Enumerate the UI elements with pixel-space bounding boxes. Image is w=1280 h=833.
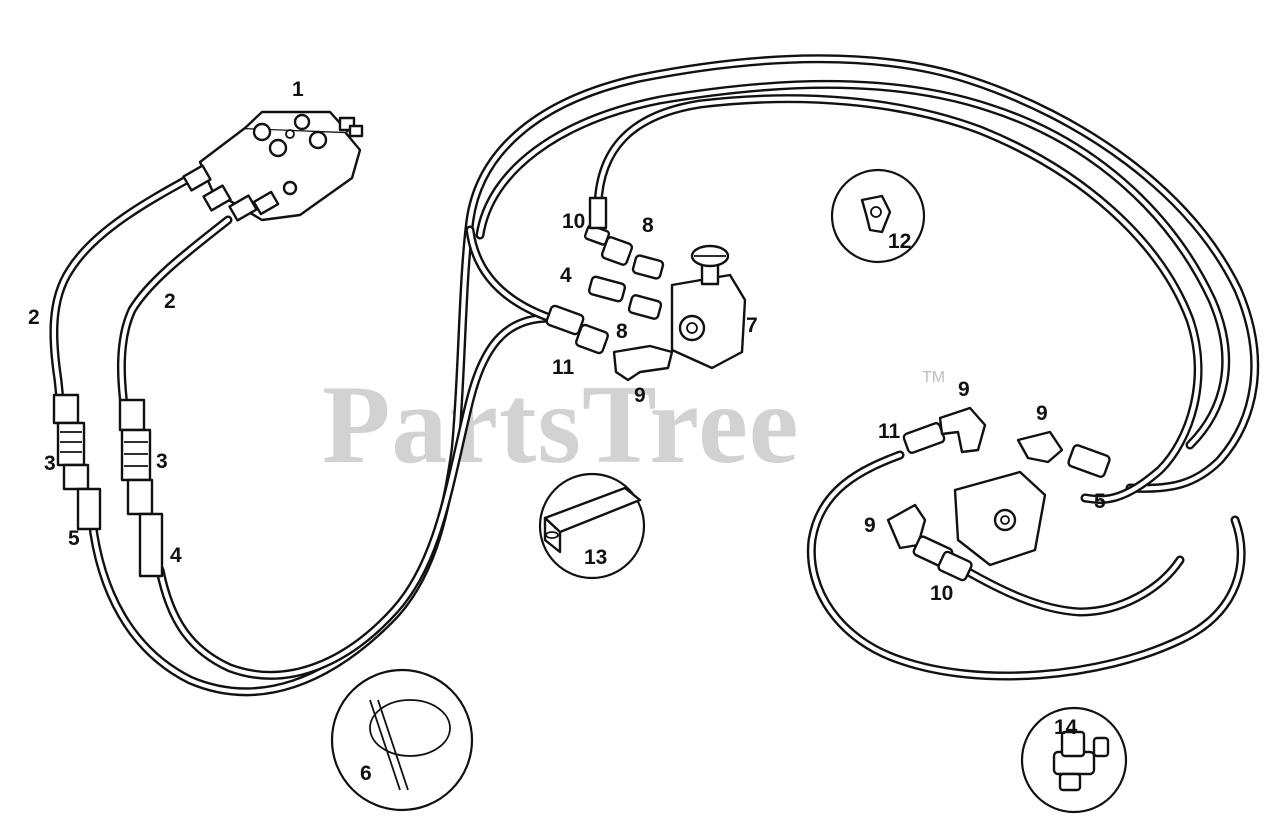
label-13: 13 bbox=[584, 546, 607, 569]
label-11b: 11 bbox=[878, 420, 901, 443]
coupling-left bbox=[52, 393, 102, 531]
label-11a: 11 bbox=[552, 356, 575, 379]
label-3b: 3 bbox=[156, 450, 168, 473]
callout-13 bbox=[538, 472, 646, 580]
label-14: 14 bbox=[1054, 716, 1078, 739]
label-8a: 8 bbox=[642, 214, 654, 237]
label-4a: 4 bbox=[560, 264, 572, 287]
label-9d: 9 bbox=[864, 514, 876, 537]
label-12: 12 bbox=[888, 230, 911, 253]
left-hose-assembly bbox=[49, 54, 1260, 697]
label-9c: 9 bbox=[1036, 402, 1048, 425]
label-10b: 10 bbox=[930, 582, 953, 605]
label-5a: 5 bbox=[68, 527, 80, 550]
fittings-right bbox=[886, 406, 1111, 582]
watermark-trademark: TM bbox=[922, 369, 945, 386]
watermark-text: PartsTree bbox=[322, 363, 800, 487]
label-5b: 5 bbox=[1094, 490, 1106, 513]
part-labels: 1 2 2 3 3 4 4 5 5 6 7 8 8 9 9 9 9 10 10 … bbox=[28, 78, 1106, 785]
hose-2-right bbox=[116, 215, 233, 425]
callout-6 bbox=[330, 668, 474, 812]
label-1: 1 bbox=[292, 78, 304, 101]
label-7: 7 bbox=[746, 314, 758, 337]
label-10a: 10 bbox=[562, 210, 585, 233]
control-valve bbox=[182, 110, 364, 222]
coupling-right bbox=[118, 398, 164, 578]
label-4b: 4 bbox=[170, 544, 182, 567]
label-8b: 8 bbox=[616, 320, 628, 343]
callout-12 bbox=[830, 168, 926, 264]
label-9a: 9 bbox=[634, 384, 646, 407]
hose-4-upper bbox=[465, 225, 555, 323]
callout-14 bbox=[1020, 706, 1128, 814]
label-3a: 3 bbox=[44, 452, 56, 475]
label-2a: 2 bbox=[28, 306, 40, 329]
label-2b: 2 bbox=[164, 290, 176, 313]
fittings-center bbox=[545, 196, 674, 382]
label-6: 6 bbox=[360, 762, 372, 785]
flow-control-valve bbox=[670, 244, 747, 370]
label-9b: 9 bbox=[958, 378, 970, 401]
